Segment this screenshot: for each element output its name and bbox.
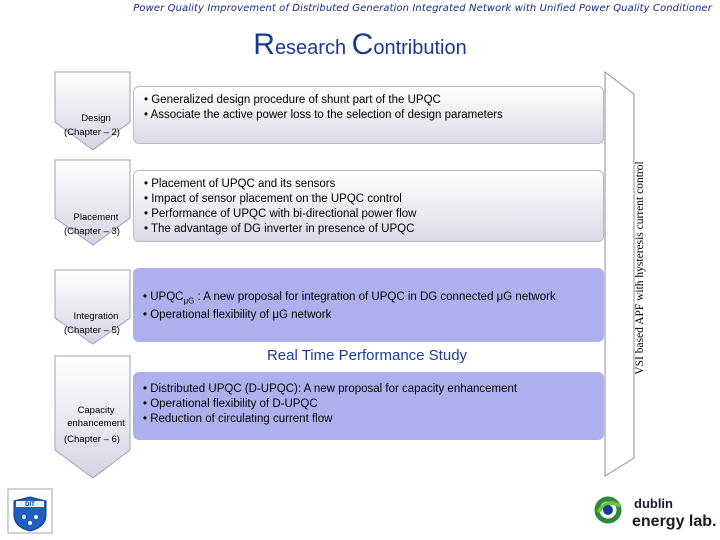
list-item: Generalized design procedure of shunt pa… (144, 93, 593, 108)
chevron-placement (54, 159, 131, 246)
list-item: Distributed UPQC (D-UPQC): A new proposa… (143, 382, 594, 397)
list-item: Operational flexibility of μG network (143, 308, 594, 323)
dublin-energy-lab-logo-icon: dublin energy lab. (594, 484, 716, 536)
list-item: Operational flexibility of D-UPQC (143, 397, 594, 412)
list-item: The advantage of DG inverter in presence… (144, 222, 593, 237)
logo-dublin-text: dublin (634, 496, 673, 511)
dit-logo-text: DIT (25, 502, 35, 508)
chevron-label-capacity: Capacity enhancement (Chapter – 6) (64, 405, 125, 445)
vertical-arrow (604, 70, 635, 477)
vertical-arrow-label: VSI based APF with hysteresis current co… (634, 161, 646, 375)
list-item: Associate the active power loss to the s… (144, 108, 593, 123)
chevron-label-integration: Integration (Chapter – 5) (64, 311, 120, 336)
list-item: UPQCμG : A new proposal for integration … (143, 290, 594, 308)
list-item: Impact of sensor placement on the UPQC c… (144, 192, 593, 207)
chevron-label-placement: Placement (Chapter – 3) (64, 212, 120, 237)
list-item: Reduction of circulating current flow (143, 412, 594, 427)
chevron-label-design: Design (Chapter – 2) (64, 113, 120, 138)
presentation-header: Power Quality Improvement of Distributed… (133, 3, 712, 14)
dit-logo-icon: DIT (7, 488, 53, 534)
chevron-design (54, 71, 131, 151)
slide-title: Research Contribution (253, 28, 467, 61)
list-item: Placement of UPQC and its sensors (144, 177, 593, 192)
chevron-integration (54, 269, 131, 345)
realtime-performance-label: Real Time Performance Study (254, 344, 480, 368)
chevron-capacity (54, 355, 131, 479)
band-placement: Placement of UPQC and its sensors Impact… (133, 170, 604, 242)
list-item: Performance of UPQC with bi-directional … (144, 207, 593, 222)
logo-energy-lab-text: energy lab. (632, 513, 716, 530)
band-capacity: Distributed UPQC (D-UPQC): A new proposa… (133, 372, 604, 440)
band-design: Generalized design procedure of shunt pa… (133, 86, 604, 144)
band-integration: UPQCμG : A new proposal for integration … (133, 268, 604, 342)
